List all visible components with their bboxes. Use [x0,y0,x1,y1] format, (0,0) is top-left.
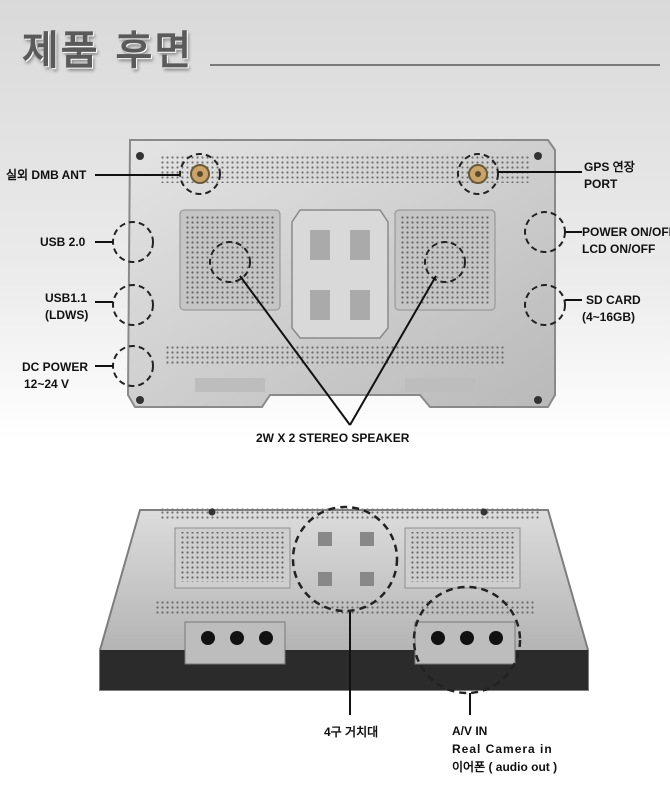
label-sd-card: SD CARD [586,293,641,307]
label-gps-port-2: PORT [584,177,618,191]
label-dmb-antenna: 실외 DMB ANT [6,168,87,182]
label-power-onoff: POWER ON/OFF [582,225,670,239]
label-usb-20: USB 2.0 [40,235,86,249]
label-gps-port: GPS 연장 [584,160,635,174]
label-earphone-out: 이어폰 ( audio out ) [452,760,558,774]
page-title: 제품 후면 [22,28,194,74]
label-usb-11: USB1.1 [45,291,88,305]
device-angled-view [99,508,589,691]
label-real-camera-in: Real Camera in [452,742,553,756]
title-underline [210,64,660,66]
label-4-hole-mount: 4구 거치대 [324,725,379,739]
leader-lines-bottom [349,612,471,715]
label-av-in: A/V IN [452,724,488,738]
device-rear-view [126,139,556,408]
label-dc-power: DC POWER [22,360,88,374]
label-lcd-onoff: LCD ON/OFF [582,242,656,256]
label-dc-voltage: 12~24 V [24,377,70,391]
label-sd-capacity: (4~16GB) [582,310,636,324]
callout-circles-bottom [291,505,522,695]
label-stereo-speaker: 2W X 2 STEREO SPEAKER [256,431,410,445]
label-usb-11-ldws: (LDWS) [45,308,89,322]
leader-lines-top [95,171,582,426]
